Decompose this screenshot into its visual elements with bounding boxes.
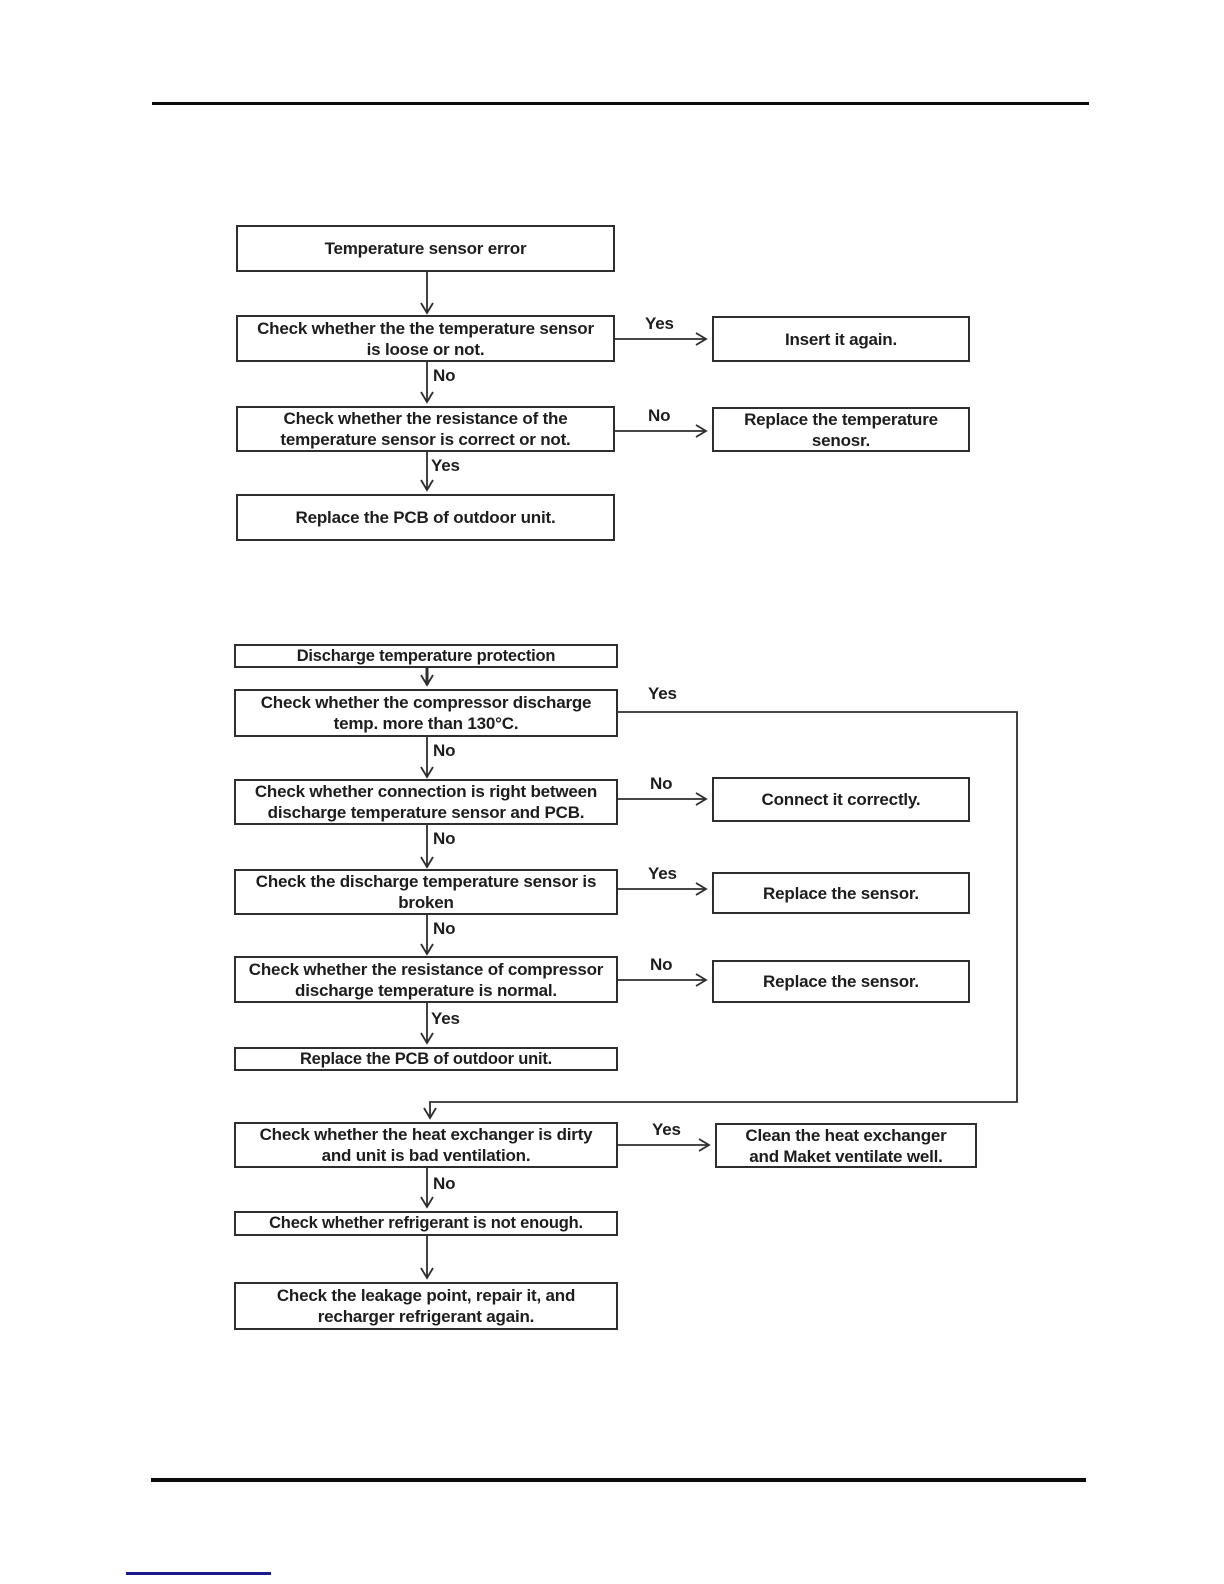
node-check-sensor-broken: Check the discharge temperature sensor i… (234, 869, 618, 915)
node-check-refrigerant: Check whether refrigerant is not enough. (234, 1211, 618, 1236)
node-discharge-temperature-protection: Discharge temperature protection (234, 644, 618, 668)
edge-label-yes: Yes (652, 1120, 681, 1139)
node-check-sensor-resistance: Check whether the resistance of the temp… (236, 406, 615, 452)
bottom-horizontal-rule (151, 1478, 1086, 1482)
node-check-leakage-point: Check the leakage point, repair it, and … (234, 1282, 618, 1330)
edge-label-yes: Yes (648, 864, 677, 883)
top-horizontal-rule (152, 102, 1089, 105)
node-check-connection-sensor-pcb: Check whether connection is right betwee… (234, 779, 618, 825)
node-replace-temperature-sensor: Replace the temperature senosr. (712, 407, 970, 452)
node-check-heat-exchanger: Check whether the heat exchanger is dirt… (234, 1122, 618, 1168)
edge-label-yes: Yes (431, 1009, 460, 1028)
edge-label-no: No (433, 829, 456, 848)
edge-label-yes: Yes (648, 684, 677, 703)
node-replace-pcb-outdoor-unit-2: Replace the PCB of outdoor unit. (234, 1047, 618, 1071)
edge-label-no: No (650, 955, 673, 974)
node-check-compressor-resistance: Check whether the resistance of compress… (234, 956, 618, 1003)
edge-label-no: No (433, 919, 456, 938)
node-check-sensor-loose: Check whether the the temperature sensor… (236, 315, 615, 362)
node-temperature-sensor-error: Temperature sensor error (236, 225, 615, 272)
edge-label-no: No (433, 741, 456, 760)
node-connect-it-correctly: Connect it correctly. (712, 777, 970, 822)
node-replace-the-sensor-1: Replace the sensor. (712, 872, 970, 914)
node-replace-the-sensor-2: Replace the sensor. (712, 960, 970, 1003)
edge-label-no: No (648, 406, 671, 425)
footer-link-underline[interactable] (126, 1572, 271, 1575)
edge-label-yes: Yes (645, 314, 674, 333)
edge-label-no: No (650, 774, 673, 793)
node-clean-heat-exchanger: Clean the heat exchanger and Maket venti… (715, 1123, 977, 1168)
node-insert-it-again: Insert it again. (712, 316, 970, 362)
edge-label-no: No (433, 1174, 456, 1193)
connector-d2-discharge-yes-loop (423, 711, 1018, 1120)
edge-label-no: No (433, 366, 456, 385)
node-replace-pcb-outdoor-unit: Replace the PCB of outdoor unit. (236, 494, 615, 541)
node-check-discharge-temp: Check whether the compressor discharge t… (234, 689, 618, 737)
edge-label-yes: Yes (431, 456, 460, 475)
